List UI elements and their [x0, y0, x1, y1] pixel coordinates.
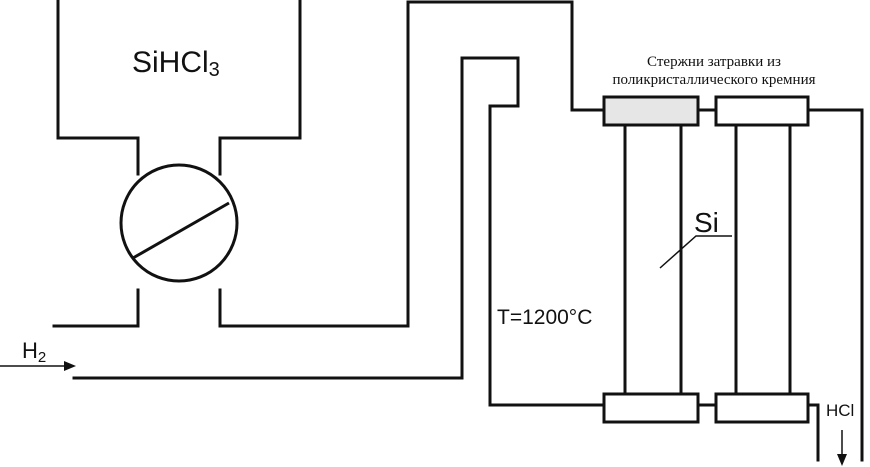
pump-icon — [119, 163, 239, 283]
h2-label: H2 — [22, 338, 46, 366]
h2-arrow-icon — [0, 361, 76, 371]
reactor-right-wall — [806, 108, 864, 462]
si-label: Si — [694, 207, 719, 238]
rods — [623, 126, 792, 394]
tank-label: SiHCl3 — [132, 46, 220, 81]
rods-label-line1: Стержни затравки из — [647, 54, 781, 70]
hcl-outlet-left — [806, 403, 820, 462]
diagram-lines — [52, 0, 864, 462]
hcl-arrow-icon — [837, 430, 847, 466]
rods-label-line2: поликристаллического кремния — [612, 72, 815, 88]
pump-left-outlet — [52, 288, 140, 328]
si-leader-line — [659, 235, 732, 269]
h2-inlet-pipe — [72, 56, 606, 407]
hcl-label: HCl — [826, 401, 854, 420]
tank-left-wall — [56, 0, 140, 176]
clamp-bottom-right — [714, 392, 810, 424]
clamp-bottom-left — [602, 392, 700, 424]
temperature-label: T=1200°C — [497, 306, 592, 329]
clamp-top-right — [714, 95, 810, 127]
clamps — [602, 95, 810, 424]
pump — [119, 163, 239, 283]
pump-diagonal — [132, 201, 230, 260]
clamp-top-left — [602, 95, 700, 127]
tank-right-wall — [218, 0, 302, 176]
pump-right-outlet-pipe — [218, 0, 606, 328]
